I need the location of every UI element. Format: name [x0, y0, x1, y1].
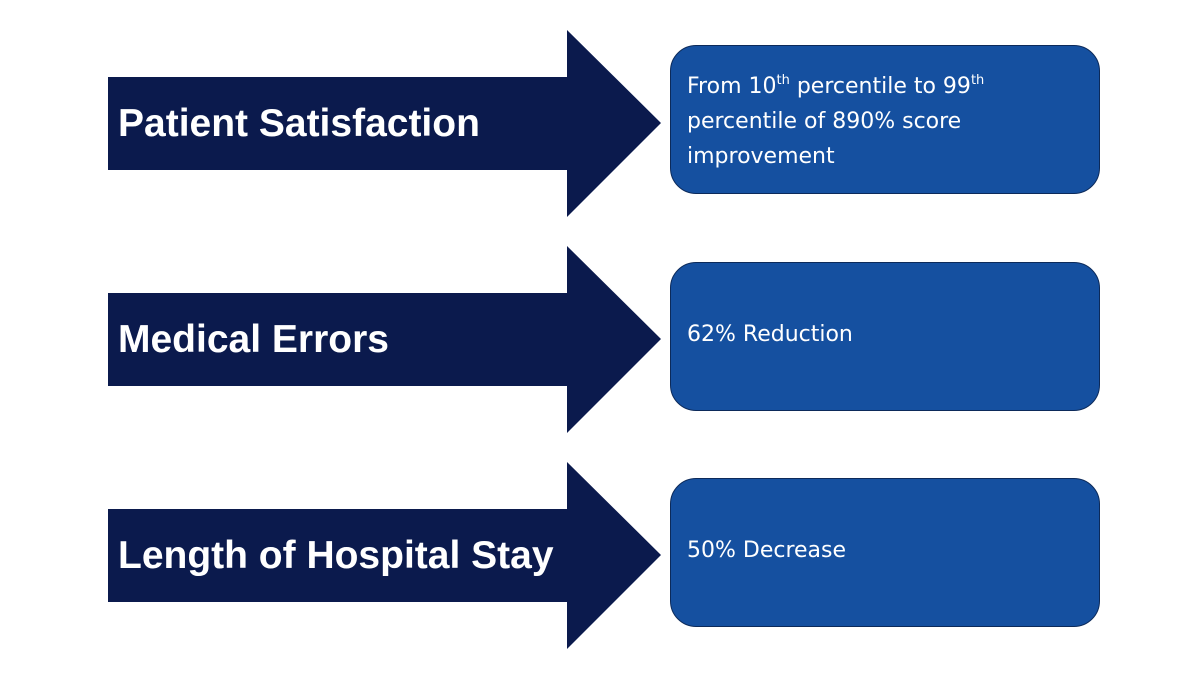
arrow-patient-satisfaction: Patient Satisfaction — [108, 30, 661, 217]
result-box-patient-satisfaction: From 10th percentile to 99th percentile … — [670, 45, 1100, 194]
arrow-medical-errors: Medical Errors — [108, 246, 661, 433]
result-text: 62% Reduction — [687, 322, 853, 347]
arrow-label: Medical Errors — [118, 318, 389, 361]
superscript: th — [970, 73, 985, 88]
superscript: th — [776, 73, 790, 88]
arrow-shape — [108, 462, 661, 649]
result-box-length-of-stay: 50% Decrease — [670, 478, 1100, 627]
arrow-shape — [108, 30, 661, 217]
arrow-label: Patient Satisfaction — [118, 102, 480, 145]
arrow-length-of-stay: Length of Hospital Stay — [108, 462, 661, 649]
result-text-part: percentile of 890% score improvement — [687, 109, 962, 169]
result-text-part: From 10 — [687, 74, 777, 99]
arrow-label: Length of Hospital Stay — [118, 534, 554, 577]
result-text: 50% Decrease — [687, 538, 847, 563]
result-box-medical-errors: 62% Reduction — [670, 262, 1100, 411]
arrow-shape — [108, 246, 661, 433]
result-text-part: percentile to 99 — [789, 74, 971, 99]
result-text: From 10th percentile to 99th percentile … — [687, 69, 1083, 174]
